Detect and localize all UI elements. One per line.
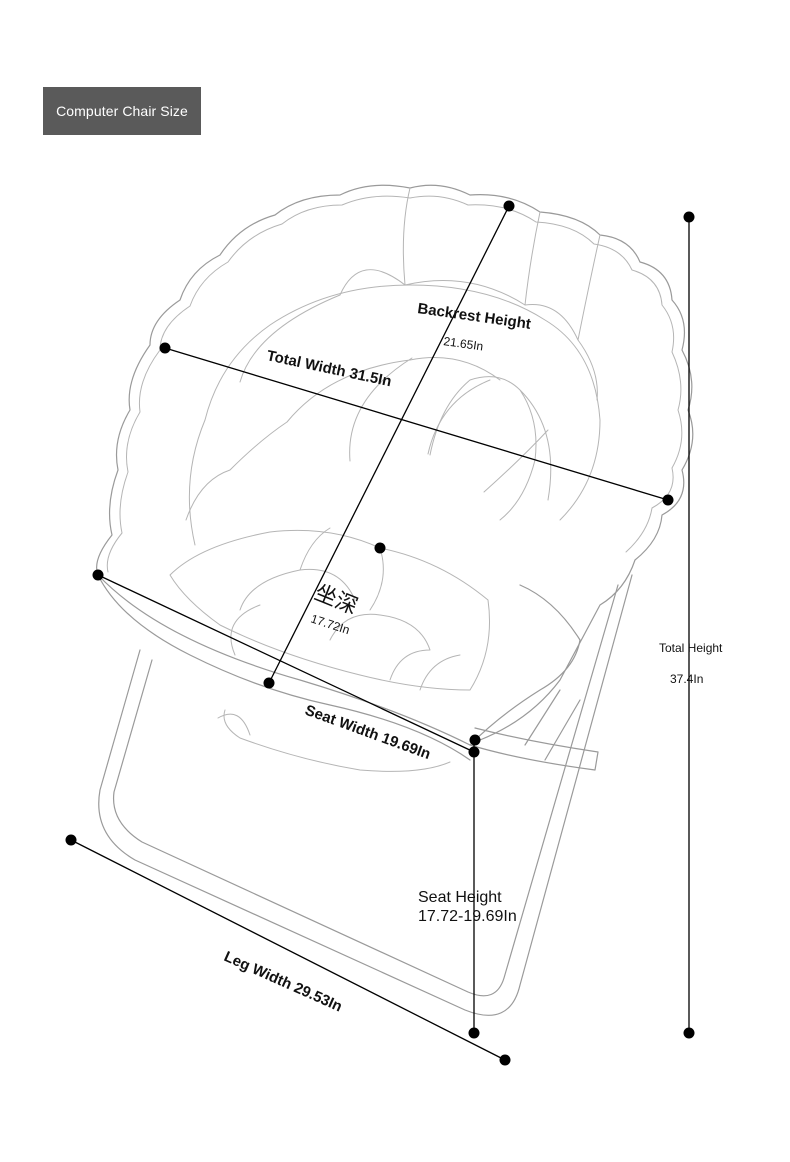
total-width-line (164, 347, 669, 501)
seat-width-label: Seat Width 19.69In (303, 702, 433, 763)
leg-width-left-dot (65, 834, 77, 846)
backrest-seat-depth-line (268, 205, 510, 684)
seat-height-label: Seat Height (418, 889, 502, 906)
leg-width-label: Leg Width 29.53In (221, 948, 344, 1015)
chair-frame-outer (98, 574, 633, 1016)
seat-width-line (97, 574, 475, 753)
backrest-outline (96, 184, 694, 741)
seat-depth-front-dot (263, 677, 275, 689)
total-height-value: 37.4In (670, 672, 703, 686)
seat-cushion-top (169, 529, 491, 691)
chair-illustration (96, 184, 694, 1016)
backrest-tufting (185, 187, 601, 521)
backrest-inner (188, 284, 601, 546)
chair-frame-crossbar (469, 727, 599, 771)
total-height-top-dot (683, 211, 695, 223)
total-height-bottom-dot (683, 1027, 695, 1039)
leg-width-right-dot (499, 1054, 511, 1066)
backrest-height-value: 21.65In (443, 334, 485, 353)
seat-width-right-dot (469, 734, 481, 746)
leg-width-line (70, 839, 506, 1061)
backrest-bottom-dot (374, 542, 386, 554)
measurement-endpoints (65, 200, 695, 1066)
total-height-label: Total Height (659, 641, 723, 655)
seat-skirt (217, 709, 451, 772)
backrest-inner-cushion (429, 376, 552, 521)
backrest-height-label: Backrest Height (416, 300, 531, 333)
seat-height-top-dot (468, 746, 480, 758)
seat-tufting (230, 527, 461, 691)
measurement-lines (70, 205, 690, 1061)
dimension-labels: Backrest Height 21.65In Total Width 31.5… (221, 300, 723, 1015)
chair-frame-inner (112, 584, 619, 997)
page-title: Computer Chair Size (43, 87, 201, 135)
backrest-top-dot (503, 200, 515, 212)
chair-frame-side (524, 689, 581, 761)
seat-height-value: 17.72-19.69In (418, 908, 517, 925)
seat-height-bottom-dot (468, 1027, 480, 1039)
total-width-left-dot (159, 342, 171, 354)
backrest-outline-inner (106, 195, 683, 573)
seat-width-left-dot (92, 569, 104, 581)
total-width-right-dot (662, 494, 674, 506)
